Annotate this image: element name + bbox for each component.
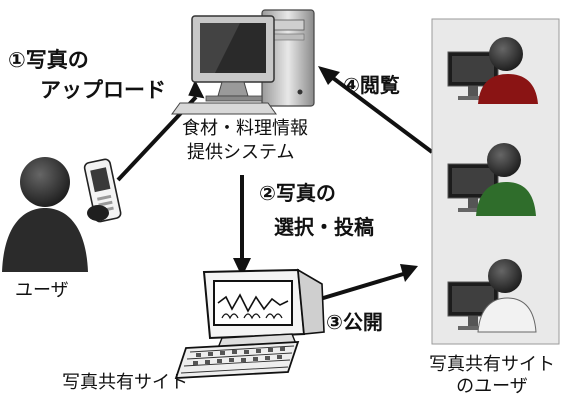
viewers-label-line1: 写真共有サイト: [429, 354, 555, 375]
server-label-line2: 提供システム: [187, 142, 295, 163]
sharing-site-label: 写真共有サイト: [62, 372, 188, 393]
step-3-label: ③公開: [326, 310, 383, 334]
step-1-label-line1: ①写真の: [8, 48, 89, 72]
computer-terminal-icon: [174, 268, 325, 379]
step-4-label: ④閲覧: [343, 73, 400, 97]
viewers-label-line2: のユーザ: [456, 376, 528, 397]
viewer-person-1: [447, 37, 538, 104]
step-2-label-line2: 選択・投稿: [274, 215, 374, 239]
viewer-person-2: [447, 143, 536, 216]
arrow-view: [318, 66, 434, 154]
step-1-label-line2: アップロード: [40, 78, 166, 102]
server-label-line1: 食材・料理情報: [182, 118, 308, 139]
arrow-select-post: [233, 175, 251, 277]
desktop-computer-icon: [171, 9, 315, 115]
step-2-label-line1: ②写真の: [259, 181, 336, 205]
users-at-computers-icon: [431, 18, 560, 345]
uploader-label: ユーザ: [15, 280, 69, 301]
viewer-person-3: [447, 259, 537, 333]
person-with-mobile-phone-icon: [2, 157, 122, 272]
